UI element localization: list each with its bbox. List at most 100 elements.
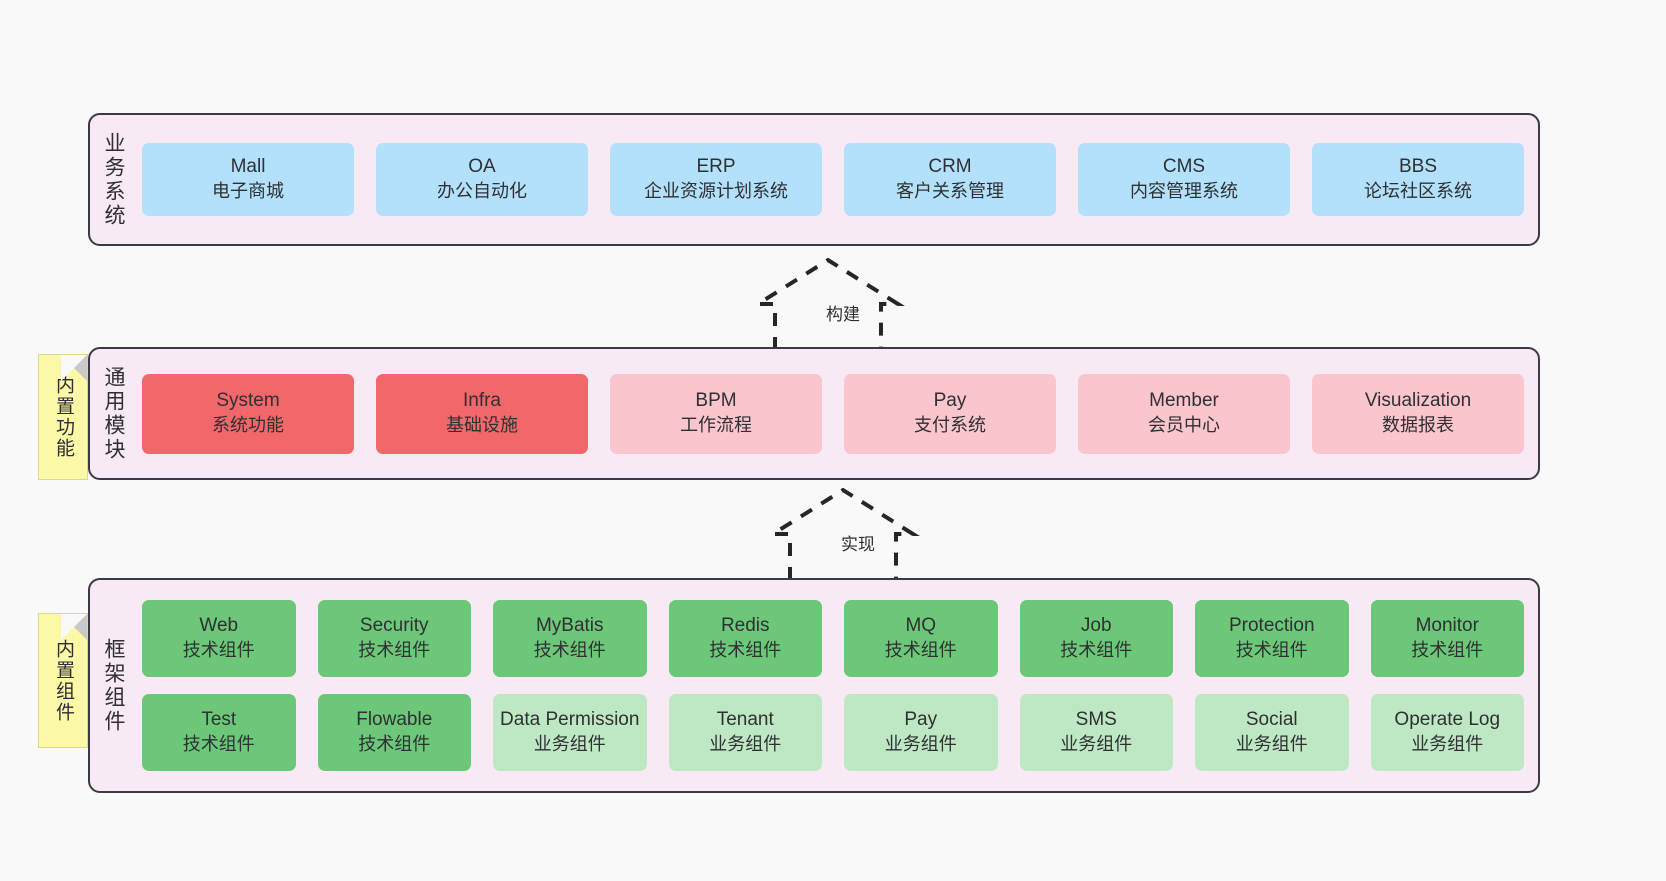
node-subtitle: 业务组件 xyxy=(1235,734,1308,755)
node-member[interactable]: Member 会员中心 xyxy=(1078,373,1290,454)
node-title: Mall xyxy=(230,156,266,178)
node-subtitle: 业务组件 xyxy=(709,734,782,755)
node-pay-business[interactable]: Pay 业务组件 xyxy=(844,694,998,771)
node-subtitle: 内容管理系统 xyxy=(1130,181,1238,202)
node-test[interactable]: Test 技术组件 xyxy=(142,694,296,771)
node-subtitle: 企业资源计划系统 xyxy=(644,181,788,202)
node-subtitle: 支付系统 xyxy=(914,415,986,436)
node-erp[interactable]: ERP 企业资源计划系统 xyxy=(610,143,822,216)
node-oa[interactable]: OA 办公自动化 xyxy=(376,143,588,216)
node-title: Redis xyxy=(720,615,770,637)
node-row-business: Test 技术组件 Flowable 技术组件 Data Permission … xyxy=(142,694,1524,771)
node-subtitle: 技术组件 xyxy=(884,640,957,661)
node-title: CMS xyxy=(1162,156,1206,178)
node-title: OA xyxy=(468,156,496,178)
node-subtitle: 技术组件 xyxy=(358,734,431,755)
node-subtitle: 技术组件 xyxy=(358,640,431,661)
node-title: Member xyxy=(1149,390,1219,412)
arrow-up-dashed-icon xyxy=(751,258,905,350)
node-subtitle: 技术组件 xyxy=(182,640,255,661)
node-mall[interactable]: Mall 电子商城 xyxy=(142,143,354,216)
node-title: SMS xyxy=(1075,709,1117,731)
node-subtitle: 技术组件 xyxy=(1235,640,1308,661)
sticky-note-label: 内置组件 xyxy=(52,638,74,723)
node-subtitle: 电子商城 xyxy=(212,181,284,202)
node-subtitle: 论坛社区系统 xyxy=(1364,181,1472,202)
node-data-permission[interactable]: Data Permission 业务组件 xyxy=(493,694,647,771)
arrow-build: 构建 xyxy=(740,258,940,350)
node-title: MyBatis xyxy=(535,615,604,637)
node-subtitle: 办公自动化 xyxy=(437,181,527,202)
layer-body: System 系统功能 Infra 基础设施 BPM 工作流程 Pay 支付系统… xyxy=(136,349,1538,478)
node-title: System xyxy=(216,390,280,412)
layer-title-common-module: 通用模块 xyxy=(102,365,126,462)
node-title: Pay xyxy=(904,709,938,731)
node-title: BPM xyxy=(695,390,737,412)
node-bbs[interactable]: BBS 论坛社区系统 xyxy=(1312,143,1524,216)
node-title: Data Permission xyxy=(500,709,640,731)
node-sms[interactable]: SMS 业务组件 xyxy=(1019,694,1173,771)
node-crm[interactable]: CRM 客户关系管理 xyxy=(844,143,1056,216)
node-visualization[interactable]: Visualization 数据报表 xyxy=(1312,373,1524,454)
node-mq[interactable]: MQ 技术组件 xyxy=(844,600,998,677)
node-social[interactable]: Social 业务组件 xyxy=(1195,694,1349,771)
sticky-note-label: 内置功能 xyxy=(52,375,74,459)
node-monitor[interactable]: Monitor 技术组件 xyxy=(1370,600,1524,677)
node-subtitle: 技术组件 xyxy=(709,640,782,661)
node-security[interactable]: Security 技术组件 xyxy=(317,600,471,677)
node-title: Web xyxy=(199,615,239,637)
node-flowable[interactable]: Flowable 技术组件 xyxy=(317,694,471,771)
node-title: Infra xyxy=(462,390,502,412)
node-subtitle: 技术组件 xyxy=(1411,640,1484,661)
arrow-up-dashed-icon xyxy=(766,488,920,580)
node-row: System 系统功能 Infra 基础设施 BPM 工作流程 Pay 支付系统… xyxy=(142,373,1524,454)
node-mybatis[interactable]: MyBatis 技术组件 xyxy=(493,600,647,677)
node-title: Visualization xyxy=(1364,390,1472,412)
node-subtitle: 业务组件 xyxy=(1411,734,1484,755)
layer-body: Mall 电子商城 OA 办公自动化 ERP 企业资源计划系统 CRM 客户关系… xyxy=(136,115,1538,244)
node-row: Mall 电子商城 OA 办公自动化 ERP 企业资源计划系统 CRM 客户关系… xyxy=(142,143,1524,216)
node-bpm[interactable]: BPM 工作流程 xyxy=(610,373,822,454)
node-subtitle: 业务组件 xyxy=(533,734,606,755)
node-subtitle: 客户关系管理 xyxy=(896,181,1004,202)
node-subtitle: 业务组件 xyxy=(1060,734,1133,755)
node-subtitle: 技术组件 xyxy=(533,640,606,661)
node-title: Job xyxy=(1080,615,1112,637)
node-operate-log[interactable]: Operate Log 业务组件 xyxy=(1370,694,1524,771)
node-tenant[interactable]: Tenant 业务组件 xyxy=(668,694,822,771)
node-subtitle: 数据报表 xyxy=(1382,415,1454,436)
layer-title-business-system: 业务系统 xyxy=(102,131,126,228)
node-subtitle: 系统功能 xyxy=(212,415,284,436)
layer-body: Web 技术组件 Security 技术组件 MyBatis 技术组件 Redi… xyxy=(136,580,1538,791)
layer-framework-component: 框架组件 Web 技术组件 Security 技术组件 MyBatis 技术组件… xyxy=(88,578,1540,793)
layer-title-framework-component: 框架组件 xyxy=(102,637,126,734)
node-title: Protection xyxy=(1228,615,1315,637)
arrow-implement: 实现 xyxy=(755,488,955,580)
node-protection[interactable]: Protection 技术组件 xyxy=(1195,600,1349,677)
node-title: Security xyxy=(359,615,429,637)
node-infra[interactable]: Infra 基础设施 xyxy=(376,373,588,454)
node-title: CRM xyxy=(928,156,972,178)
node-system[interactable]: System 系统功能 xyxy=(142,373,354,454)
node-web[interactable]: Web 技术组件 xyxy=(142,600,296,677)
node-subtitle: 工作流程 xyxy=(680,415,752,436)
node-job[interactable]: Job 技术组件 xyxy=(1019,600,1173,677)
layer-common-module: 通用模块 System 系统功能 Infra 基础设施 BPM 工作流程 Pay xyxy=(88,347,1540,480)
node-title: Test xyxy=(201,709,237,731)
node-redis[interactable]: Redis 技术组件 xyxy=(668,600,822,677)
node-subtitle: 技术组件 xyxy=(182,734,255,755)
node-subtitle: 业务组件 xyxy=(884,734,957,755)
node-title: Monitor xyxy=(1415,615,1479,637)
node-subtitle: 会员中心 xyxy=(1148,415,1220,436)
node-cms[interactable]: CMS 内容管理系统 xyxy=(1078,143,1290,216)
node-title: Flowable xyxy=(356,709,433,731)
node-title: MQ xyxy=(905,615,937,637)
node-subtitle: 基础设施 xyxy=(446,415,518,436)
node-title: BBS xyxy=(1398,156,1438,178)
node-title: Tenant xyxy=(716,709,774,731)
node-subtitle: 技术组件 xyxy=(1060,640,1133,661)
sticky-note-builtin-component: 内置组件 xyxy=(38,613,88,748)
node-pay[interactable]: Pay 支付系统 xyxy=(844,373,1056,454)
layer-business-system: 业务系统 Mall 电子商城 OA 办公自动化 ERP 企业资源计划系统 CRM xyxy=(88,113,1540,246)
